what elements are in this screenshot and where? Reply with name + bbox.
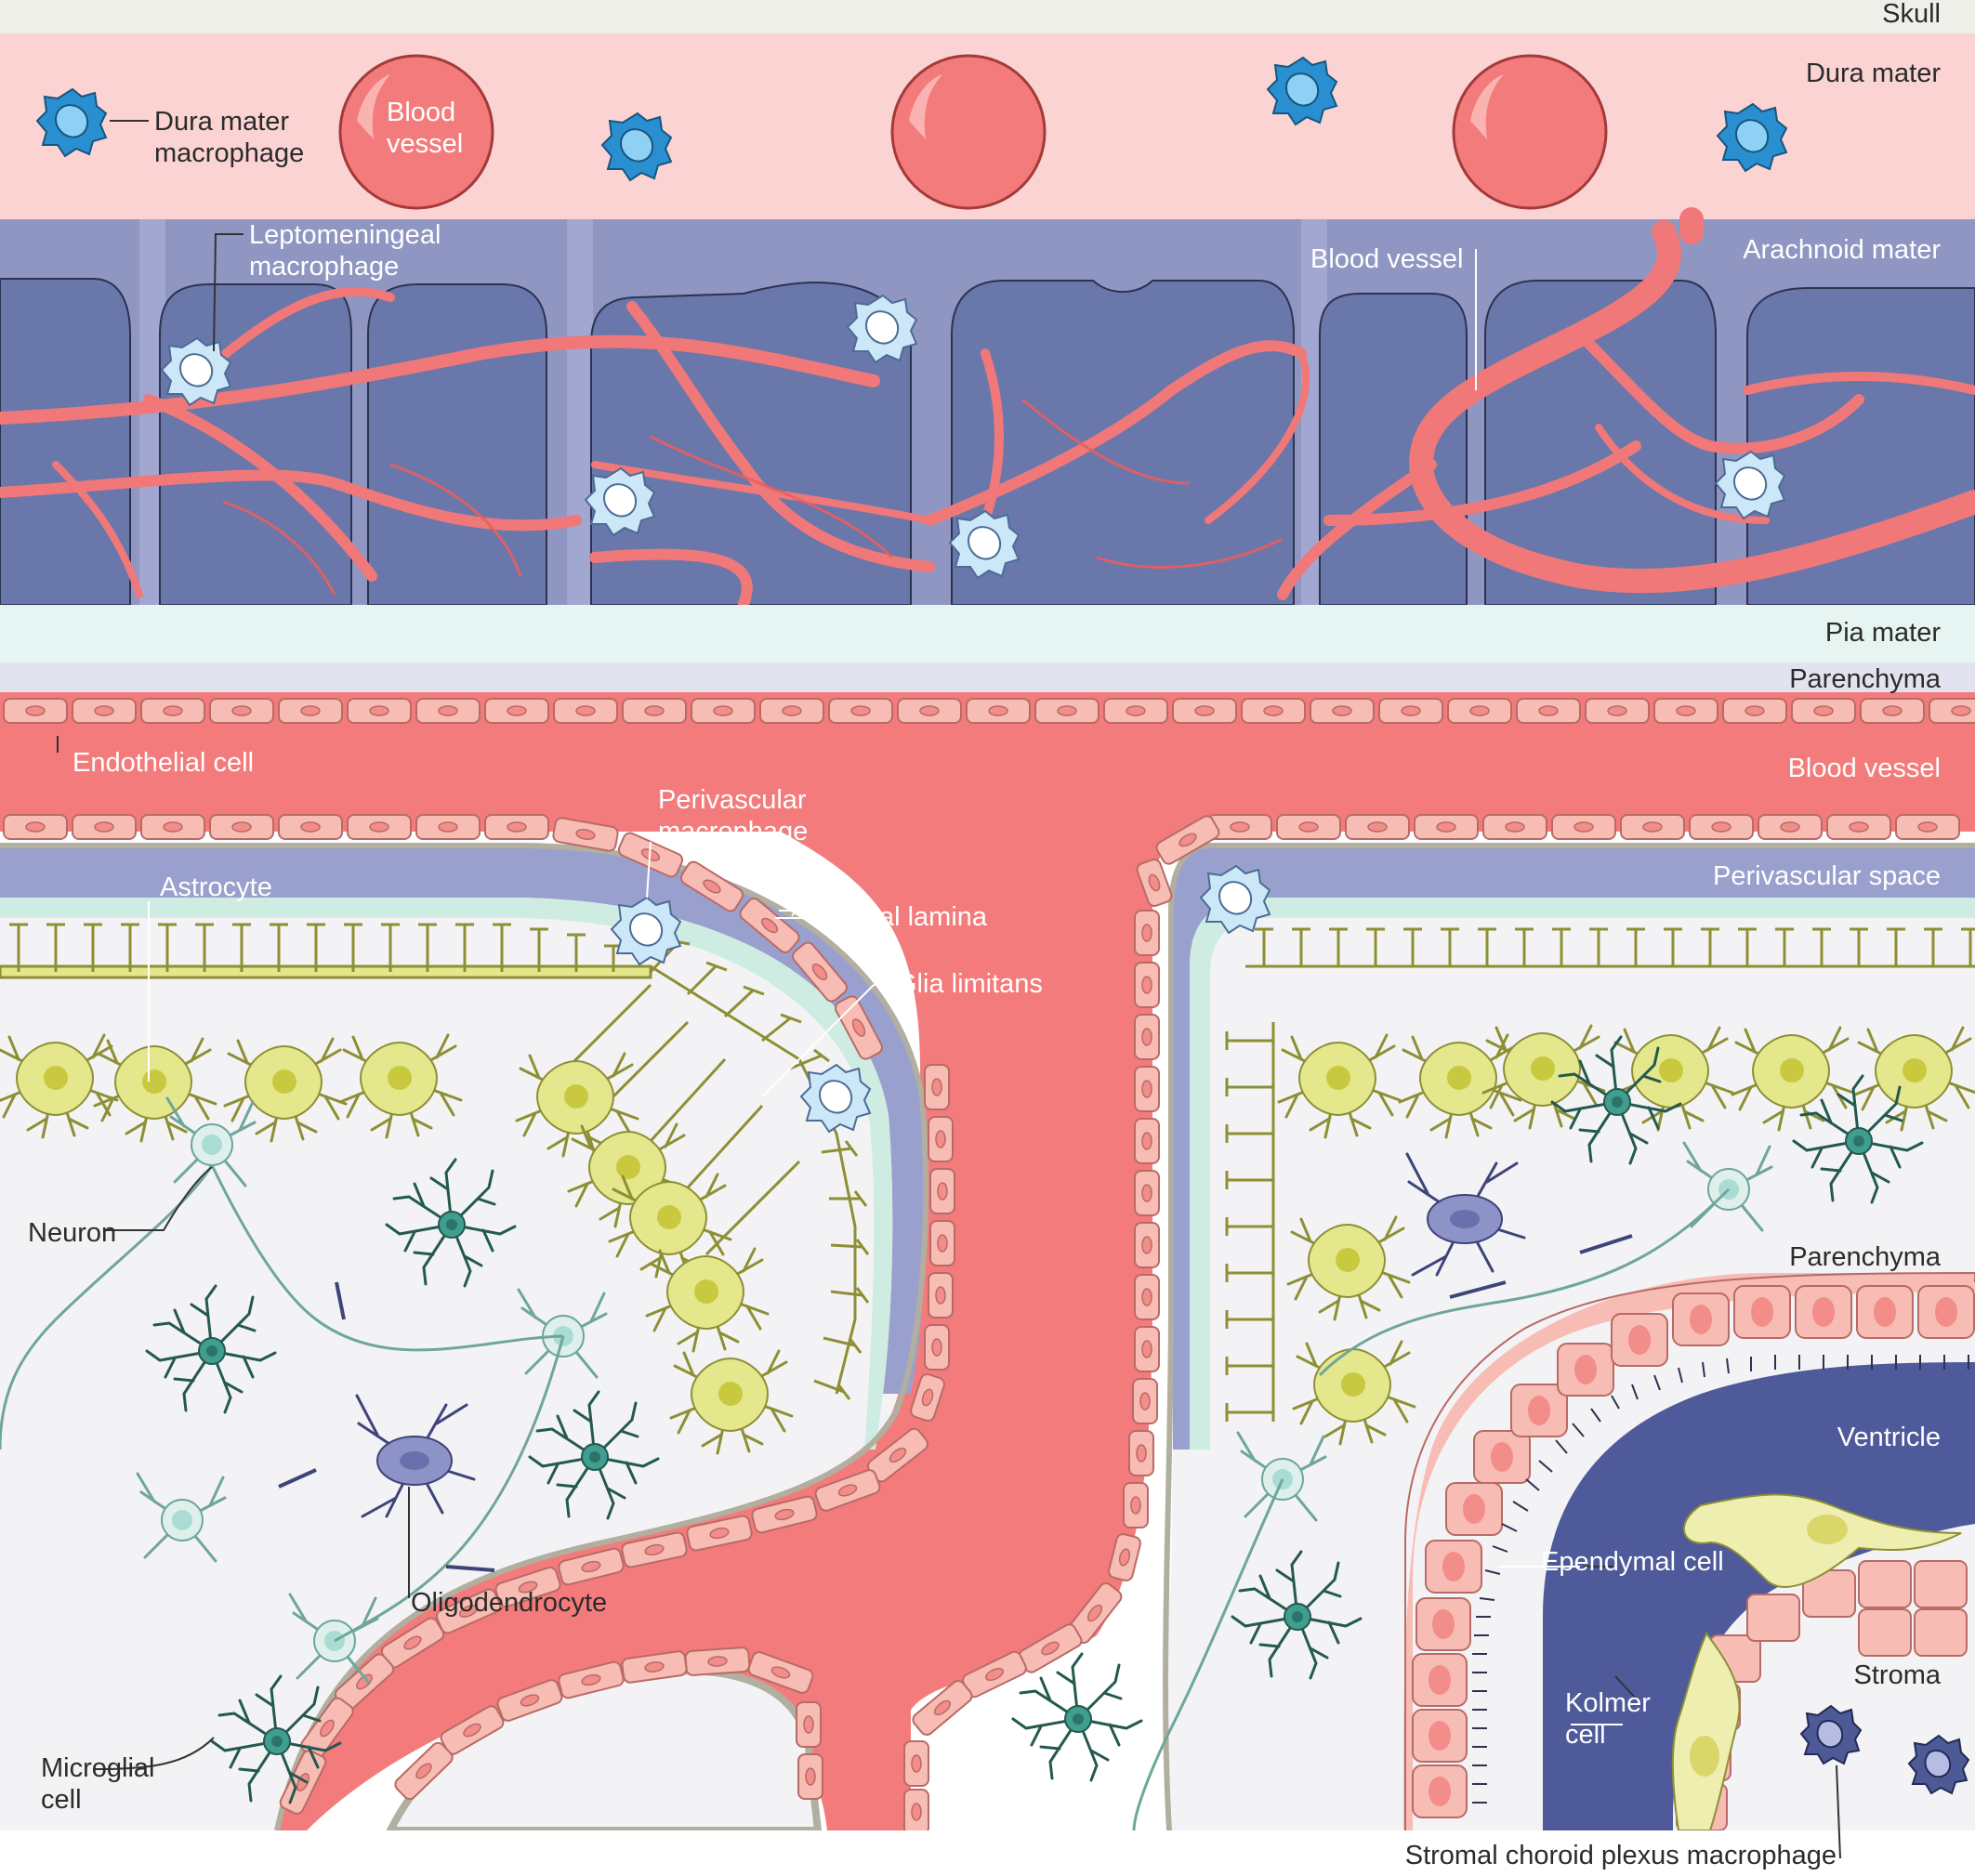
stroma-label: Stroma (1854, 1660, 1942, 1690)
perivascular-macrophage-label-line1: Perivascular (658, 785, 807, 815)
ependymal-cell-label: Ependymal cell (1541, 1547, 1724, 1577)
ependymal-cells-outer (1404, 1271, 1975, 1830)
astrocyte-label: Astrocyte (160, 872, 272, 902)
dura-vessel-label-line1: Blood (387, 98, 455, 127)
leptomeningeal-label-line2: macrophage (249, 252, 399, 282)
arachnoid-vessel-label: Blood vessel (1310, 244, 1463, 274)
ventricle-label: Ventricle (1837, 1423, 1941, 1452)
neuron-label: Neuron (28, 1218, 116, 1248)
microglial-cell-label-line2: cell (41, 1785, 82, 1815)
glia-limitans-label: Glia limitans (896, 969, 1043, 999)
kolmer-cell-label-line1: Kolmer (1565, 1688, 1651, 1718)
leader-lines-light (148, 249, 1623, 1725)
perivascular-macrophage-label-line2: macrophage (658, 817, 808, 846)
endothelial-row-top (3, 698, 1975, 724)
dura-macrophage-label-line2: macrophage (154, 138, 304, 168)
ependymal-nuclei (1429, 1297, 1957, 1806)
leader-lines-dark (57, 120, 1841, 1859)
pia-layer (0, 605, 1975, 663)
skull-label: Skull (1882, 0, 1941, 29)
astrocyte-endfeet-right (1225, 927, 1975, 1422)
main-vessel-label: Blood vessel (1788, 754, 1941, 783)
dura-macrophage-label-line1: Dura mater (154, 107, 289, 137)
parenchyma-label: Parenchyma (1789, 1242, 1942, 1272)
parenchyma-strip (0, 663, 1975, 692)
bottom-margin (0, 1830, 1975, 1876)
endothelial-cell-label: Endothelial cell (72, 748, 254, 778)
myelin-sheath (278, 1234, 1633, 1572)
kolmer-cell (1671, 1493, 1962, 1831)
arachnoid-mater-label: Arachnoid mater (1743, 235, 1941, 265)
basal-lamina-label: Basal lamina (833, 902, 988, 932)
perivascular-space-label: Perivascular space (1713, 861, 1941, 891)
microglial-cell-label-line1: Microglial (41, 1753, 154, 1783)
choroid-plexus-epithelium (1676, 1560, 1968, 1831)
arachnoid-capillaries (222, 398, 1284, 596)
dura-mater-label: Dura mater (1806, 59, 1941, 88)
parenchyma-top-label: Parenchyma (1789, 664, 1942, 694)
ependymal-cilia (1472, 1355, 1969, 1804)
dura-blood-vessel (338, 54, 1608, 210)
basal-lamina-line (0, 843, 1975, 1831)
dura-vessel-label-line2: vessel (387, 129, 463, 159)
astrocyte-endfeet-left (0, 923, 652, 979)
oligodendrocyte-label: Oligodendrocyte (411, 1588, 607, 1618)
stromal-cp-macrophage-label: Stromal choroid plexus macrophage (1405, 1841, 1837, 1870)
arachnoid-vessels (0, 207, 1975, 610)
main-blood-vessel (0, 692, 1975, 1830)
skull-layer (0, 0, 1975, 33)
ependymal-cell (1412, 1285, 1975, 1818)
pia-mater-label: Pia mater (1825, 618, 1941, 648)
leptomeningeal-label-line1: Leptomeningeal (249, 220, 441, 250)
kolmer-cell-label-line2: cell (1565, 1720, 1606, 1750)
